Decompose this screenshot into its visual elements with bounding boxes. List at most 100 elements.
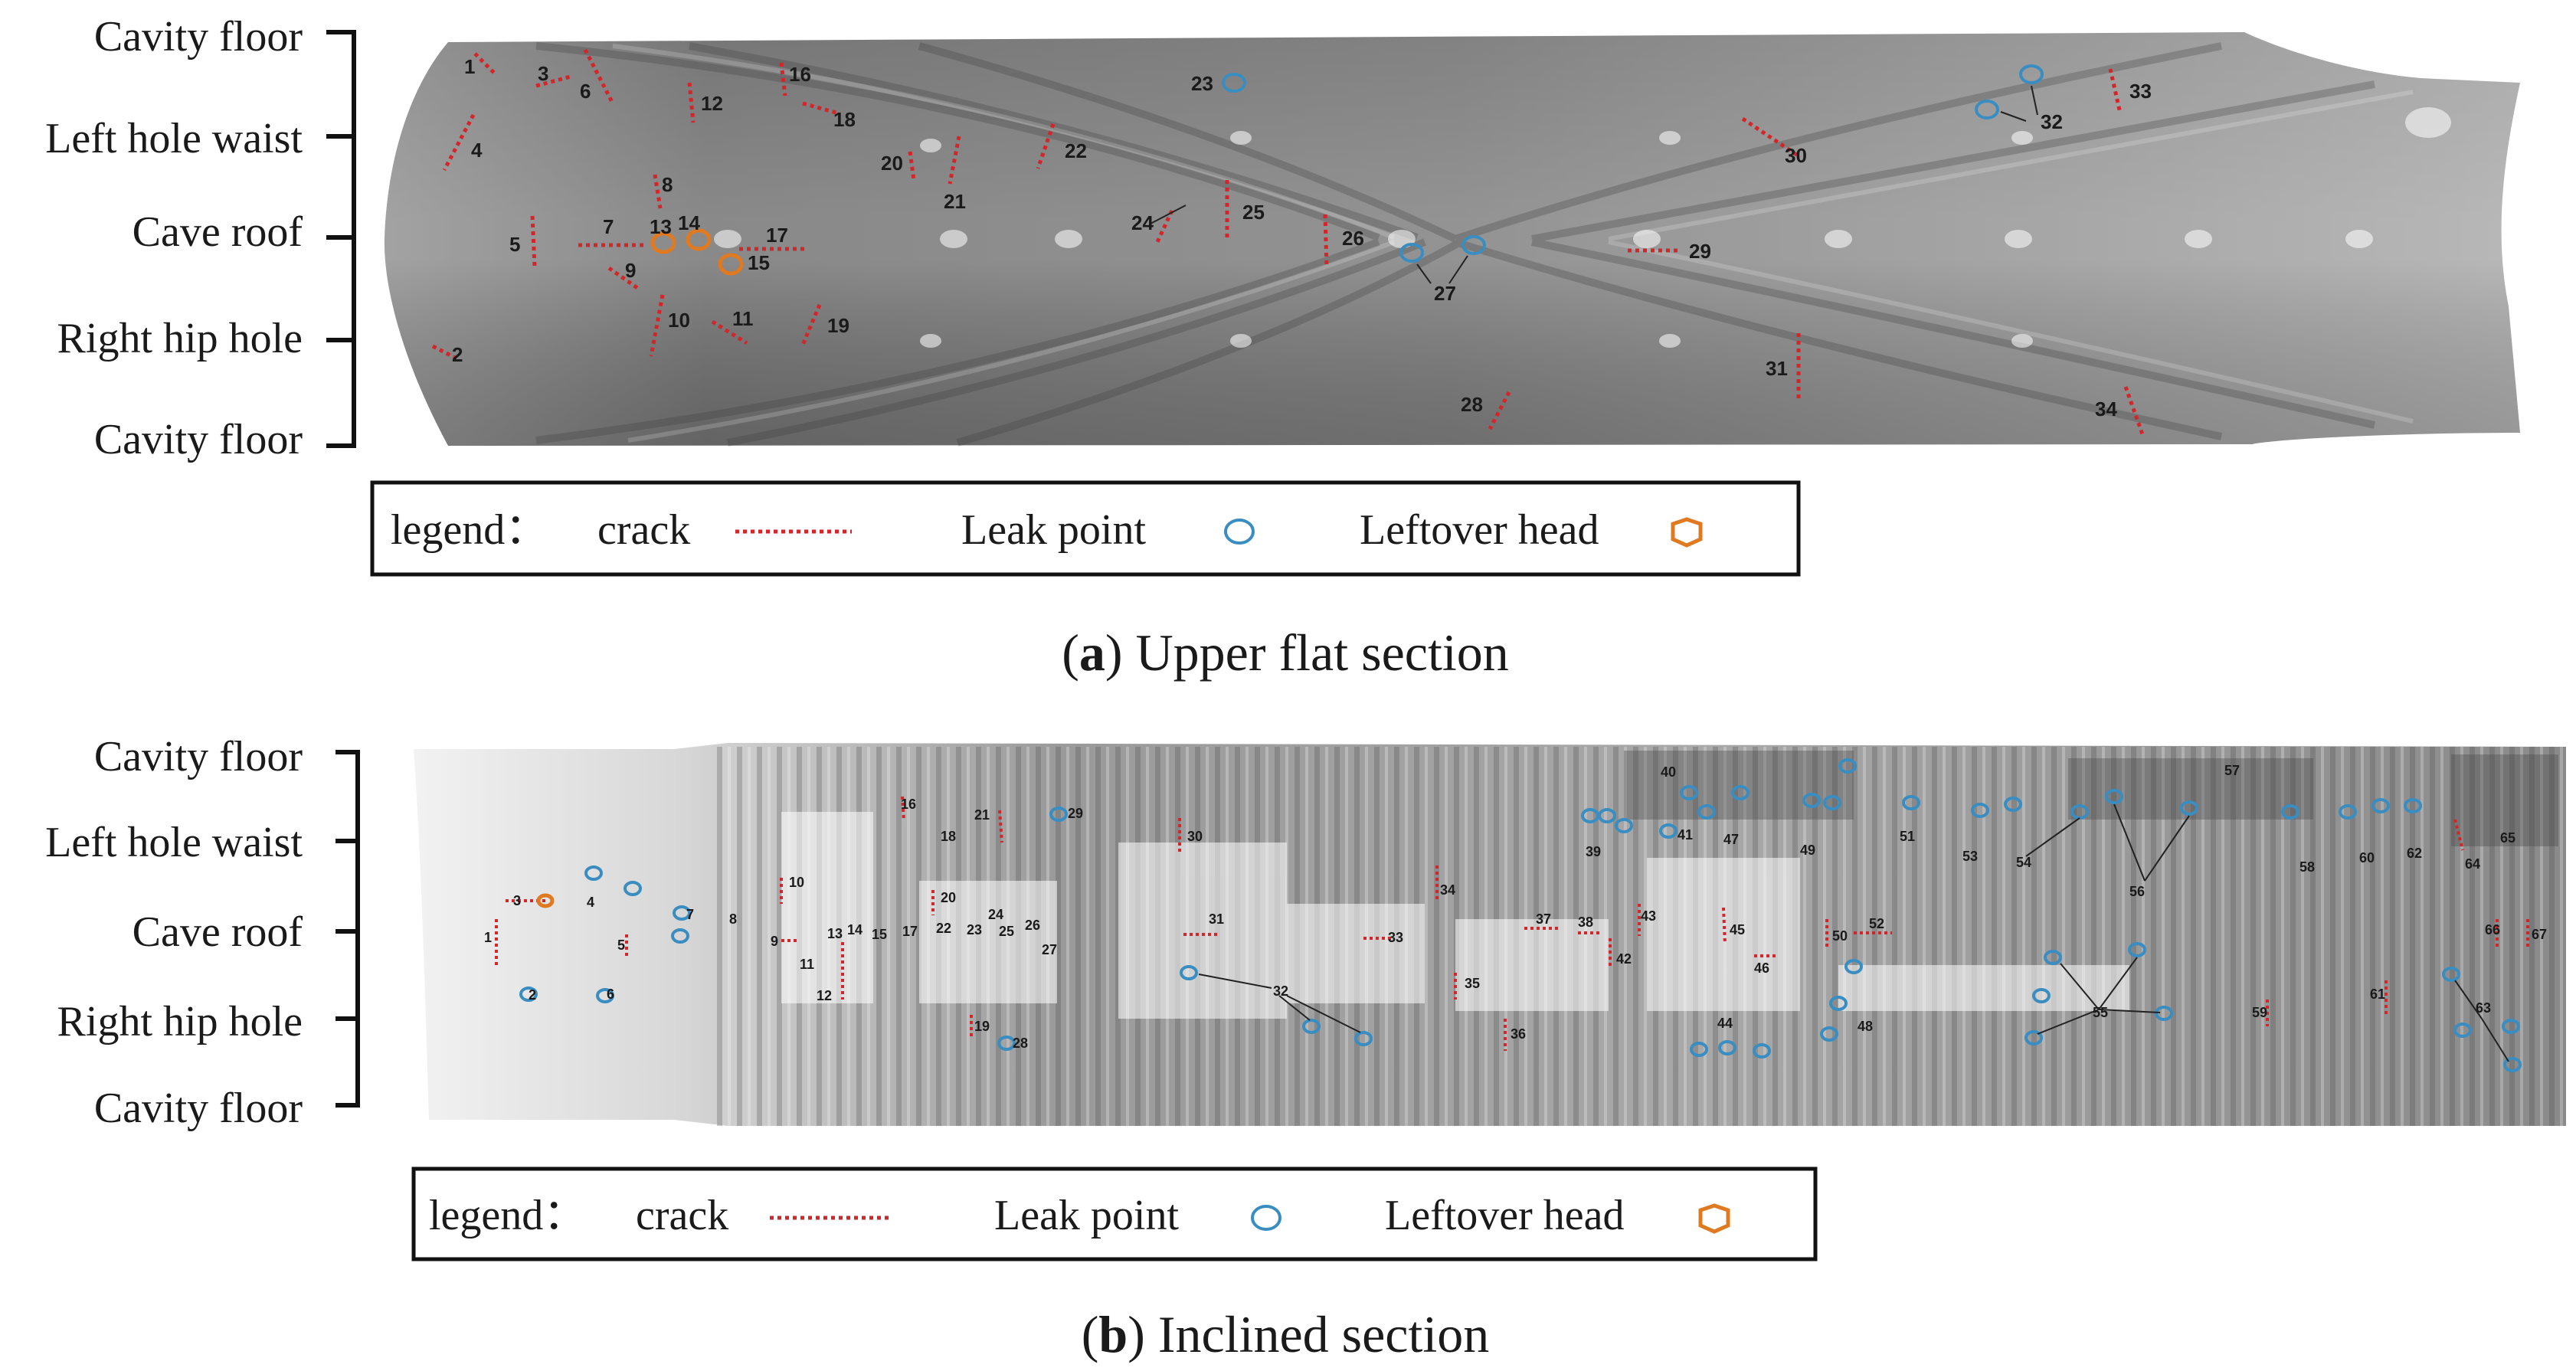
leak-point-b-4a bbox=[584, 865, 603, 881]
num-a-9: 9 bbox=[625, 259, 636, 282]
leak-point-b-49a bbox=[1802, 793, 1821, 808]
crack-a-3 bbox=[535, 74, 571, 88]
leak-point-b-48c bbox=[1820, 1026, 1838, 1042]
legend-b: legend： crack Leak point Leftover head bbox=[411, 1166, 1818, 1261]
num-b-19: 19 bbox=[974, 1019, 990, 1034]
num-b-64: 64 bbox=[2465, 856, 2480, 872]
num-b-52: 52 bbox=[1869, 916, 1884, 931]
leak-point-b-32a bbox=[1180, 965, 1198, 980]
leak-point-b-63d bbox=[2503, 1057, 2522, 1072]
num-b-62: 62 bbox=[2407, 846, 2422, 861]
legend-a-leftover-label: Leftover head bbox=[1360, 506, 1599, 554]
num-b-27: 27 bbox=[1042, 942, 1057, 957]
leak-point-b-60a bbox=[2339, 804, 2357, 820]
leak-point-b-48a bbox=[1844, 959, 1863, 974]
axis-bracket-b bbox=[336, 750, 360, 1108]
num-b-11: 11 bbox=[800, 957, 814, 972]
num-b-26: 26 bbox=[1025, 918, 1040, 933]
num-a-22: 22 bbox=[1065, 139, 1087, 162]
num-a-14: 14 bbox=[678, 211, 700, 234]
leak-point-b-7a bbox=[673, 905, 691, 921]
num-a-25: 25 bbox=[1242, 201, 1265, 224]
num-b-32: 32 bbox=[1273, 983, 1288, 999]
leak-point-a-23 bbox=[1222, 73, 1246, 93]
leak-point-b-44c bbox=[1753, 1043, 1771, 1059]
leftover-heads-a bbox=[650, 228, 744, 276]
leak-point-b-49b bbox=[1823, 795, 1841, 810]
leak-point-b-54a bbox=[2004, 797, 2022, 812]
num-a-29: 29 bbox=[1689, 240, 1711, 263]
num-b-4: 4 bbox=[587, 895, 594, 910]
num-a-34: 34 bbox=[2095, 398, 2117, 420]
num-a-11: 11 bbox=[732, 307, 754, 330]
num-b-39: 39 bbox=[1586, 844, 1601, 859]
leak-point-b-55c bbox=[2128, 942, 2146, 957]
num-b-46: 46 bbox=[1754, 960, 1769, 976]
num-b-38: 38 bbox=[1578, 915, 1593, 930]
crack-a-12 bbox=[687, 82, 696, 123]
legend-a-crack-label: crack bbox=[597, 506, 690, 554]
num-a-2: 2 bbox=[452, 343, 463, 366]
num-b-58: 58 bbox=[2299, 859, 2315, 875]
num-b-1: 1 bbox=[484, 930, 492, 945]
crack-a-11 bbox=[711, 319, 748, 345]
num-b-31: 31 bbox=[1209, 911, 1224, 927]
num-b-29: 29 bbox=[1068, 806, 1083, 821]
num-b-22: 22 bbox=[936, 921, 951, 936]
leak-point-b-63b bbox=[2453, 1023, 2472, 1038]
legend-a: legend： crack Leak point Leftover head bbox=[370, 480, 1801, 577]
num-b-18: 18 bbox=[941, 829, 956, 844]
num-b-8: 8 bbox=[729, 911, 737, 927]
num-b-20: 20 bbox=[941, 890, 956, 905]
num-a-16: 16 bbox=[789, 63, 811, 86]
leak-point-b-48b bbox=[1829, 996, 1848, 1011]
crack-a-16 bbox=[779, 62, 787, 97]
crack-a-10 bbox=[649, 294, 665, 357]
axis-label-a-cavity-floor-top: Cavity floor bbox=[94, 13, 303, 61]
leak-point-b-44a bbox=[1690, 1042, 1708, 1057]
axis-label-a-cavity-floor-bottom: Cavity floor bbox=[94, 416, 303, 463]
num-a-15: 15 bbox=[748, 251, 770, 274]
leak-point-b-2 bbox=[519, 987, 538, 1002]
num-a-21: 21 bbox=[944, 190, 966, 213]
num-b-56: 56 bbox=[2129, 884, 2145, 899]
num-b-17: 17 bbox=[902, 924, 918, 939]
num-b-44: 44 bbox=[1717, 1016, 1733, 1031]
leftover-head-a-15 bbox=[718, 253, 744, 276]
num-b-6: 6 bbox=[607, 987, 614, 1002]
axis-label-b-cave-roof: Cave roof bbox=[133, 908, 303, 956]
axis-label-a-left-hole-waist: Left hole waist bbox=[45, 115, 303, 162]
num-b-37: 37 bbox=[1536, 911, 1551, 927]
num-b-45: 45 bbox=[1730, 922, 1745, 937]
num-b-65: 65 bbox=[2500, 830, 2515, 846]
legend-b-leftover-swatch bbox=[1698, 1203, 1730, 1234]
crack-b-16 bbox=[901, 796, 905, 822]
leftover-head-a-13 bbox=[650, 231, 676, 254]
num-a-23: 23 bbox=[1191, 72, 1213, 95]
num-b-53: 53 bbox=[1962, 849, 1978, 864]
num-b-5: 5 bbox=[617, 937, 625, 953]
num-b-3: 3 bbox=[513, 893, 521, 908]
num-a-20: 20 bbox=[881, 152, 903, 175]
leak-point-b-56b bbox=[2180, 800, 2198, 816]
axis-label-b-right-hip-hole: Right hip hole bbox=[57, 998, 303, 1045]
num-a-1: 1 bbox=[464, 55, 475, 78]
num-b-33: 33 bbox=[1388, 930, 1403, 945]
axis-label-a-cave-roof: Cave roof bbox=[133, 208, 303, 256]
leak-point-b-40 bbox=[1659, 823, 1678, 839]
num-b-49: 49 bbox=[1800, 843, 1815, 858]
crack-a-22 bbox=[1036, 123, 1056, 169]
num-a-12: 12 bbox=[701, 92, 723, 115]
num-a-5: 5 bbox=[509, 233, 520, 256]
leak-point-b-39b bbox=[1598, 808, 1616, 823]
num-b-59: 59 bbox=[2252, 1005, 2267, 1020]
crack-a-34 bbox=[2123, 386, 2146, 437]
legend-a-leak-swatch bbox=[1224, 519, 1255, 545]
legend-b-title: legend： bbox=[429, 1192, 586, 1239]
crack-a-4 bbox=[442, 113, 476, 172]
num-a-24: 24 bbox=[1131, 211, 1154, 234]
num-b-23: 23 bbox=[967, 922, 982, 937]
num-a-17: 17 bbox=[766, 224, 788, 247]
crack-a-9 bbox=[607, 266, 641, 292]
